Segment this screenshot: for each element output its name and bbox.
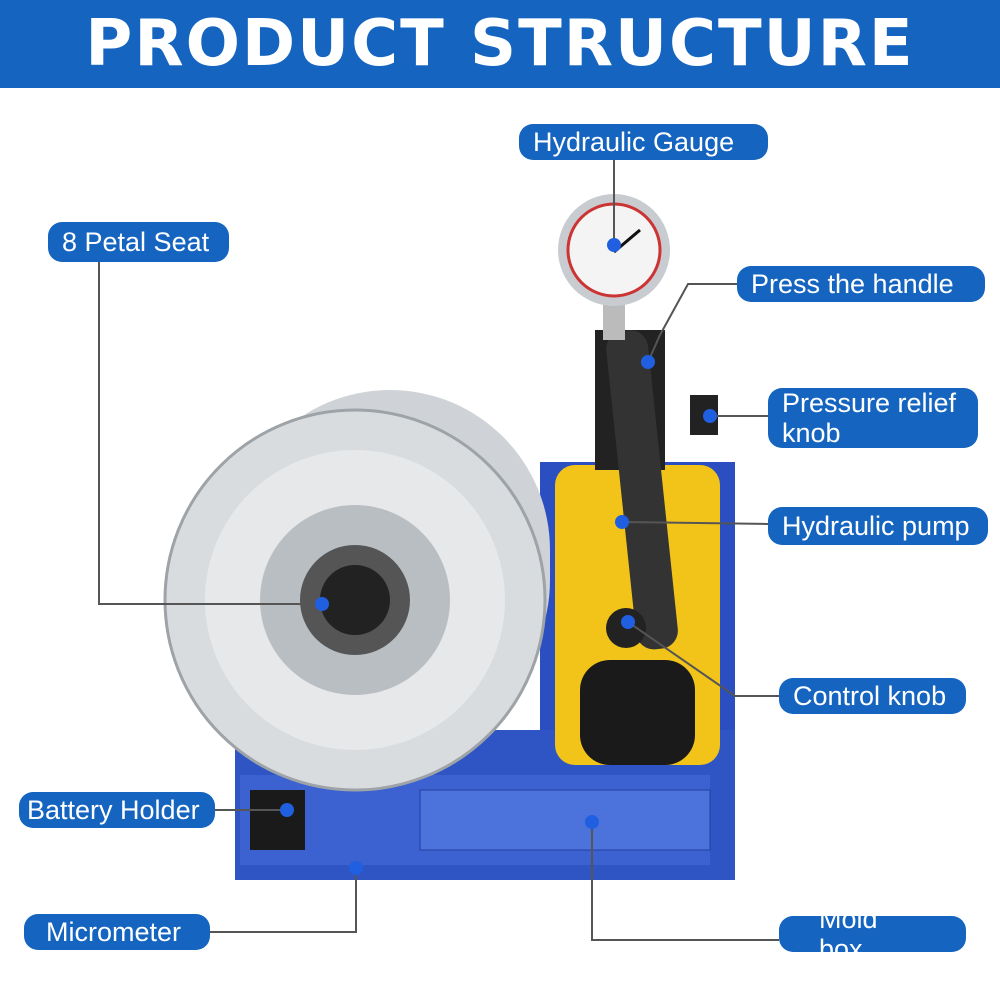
- crimp-head: [163, 390, 550, 792]
- marker-dots: [280, 238, 717, 875]
- label-micrometer: Micrometer: [24, 914, 210, 950]
- page-title: PRODUCT STRUCTURE: [85, 7, 915, 81]
- title-banner: PRODUCT STRUCTURE: [0, 0, 1000, 88]
- label-pressure-relief-knob: Pressure relief knob: [768, 388, 978, 448]
- hydraulic-pump: [555, 330, 720, 765]
- label-hydraulic-gauge: Hydraulic Gauge: [519, 124, 768, 160]
- label-press-handle: Press the handle: [737, 266, 985, 302]
- label-mold-box: Mold box: [779, 904, 966, 964]
- label-hydraulic-pump: Hydraulic pump: [768, 507, 988, 545]
- label-control-knob: Control knob: [779, 678, 966, 714]
- label-petal-seat: 8 Petal Seat: [48, 222, 229, 262]
- label-battery-holder: Battery Holder: [19, 792, 215, 828]
- leader-lines: [98, 160, 779, 941]
